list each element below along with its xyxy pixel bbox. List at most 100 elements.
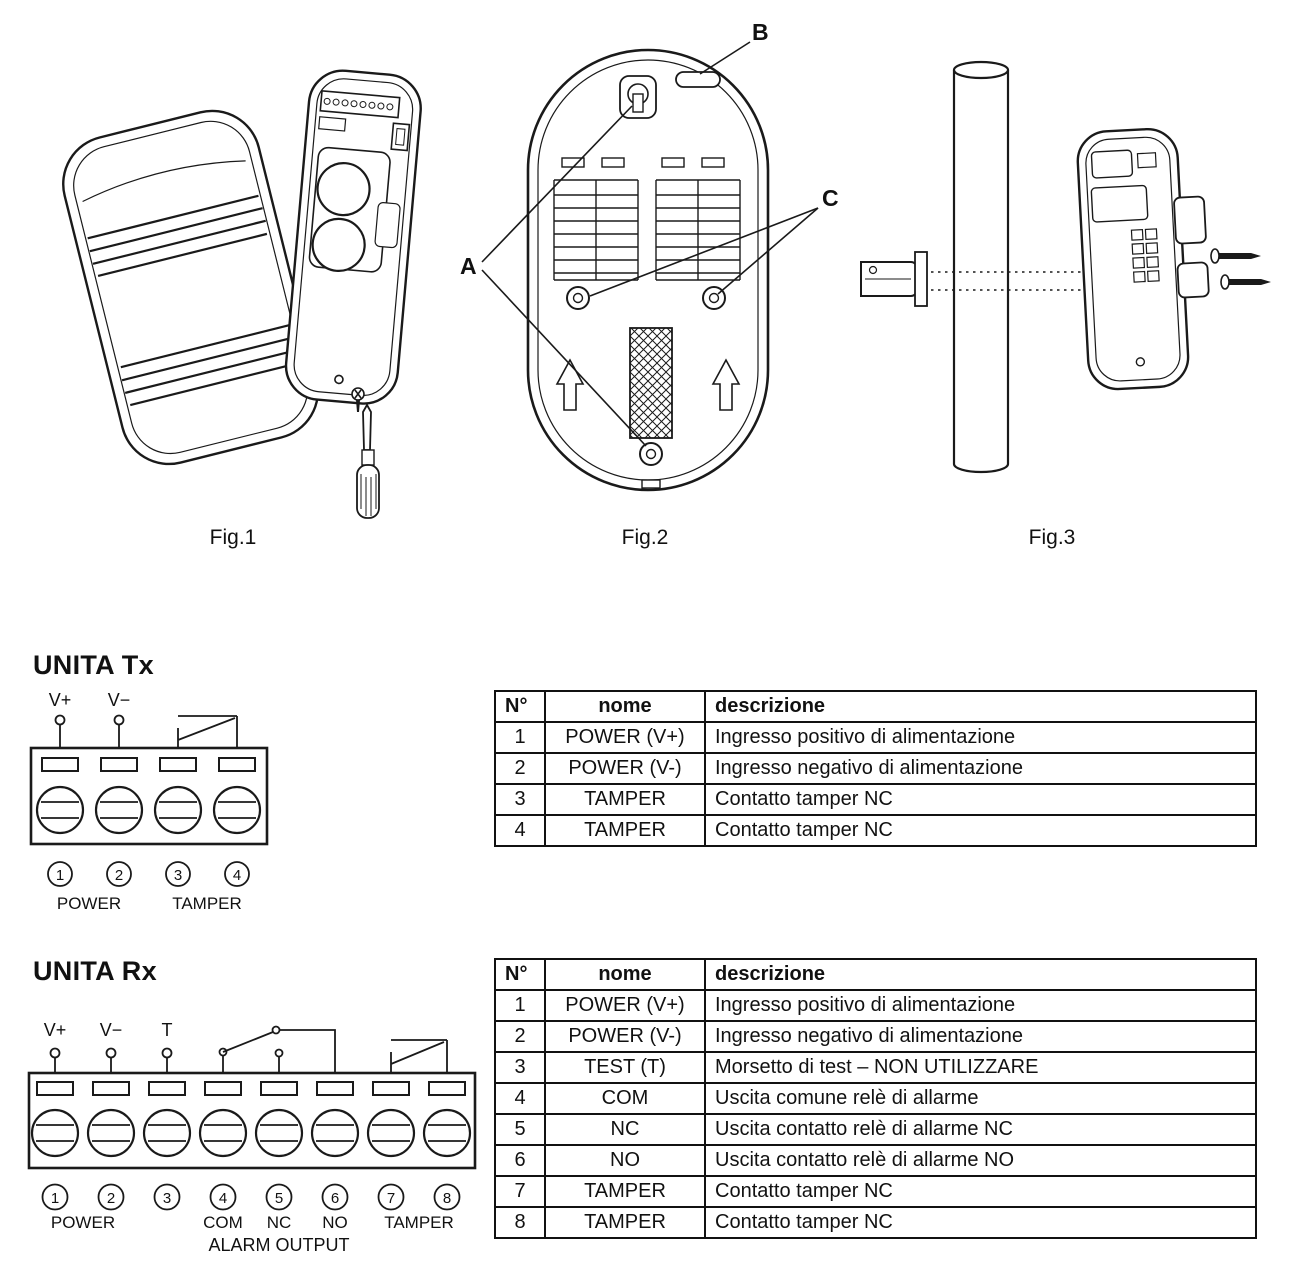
- rx-label-t: T: [162, 1020, 173, 1040]
- rx-terminal-numbers: 1 2 3 4 5 6 7 8: [41, 1183, 461, 1211]
- mounting-pole: [952, 60, 1010, 474]
- cell-number: 1: [494, 989, 546, 1022]
- rx-screw-terminals: [30, 1108, 472, 1158]
- mounting-screws: [1210, 248, 1271, 290]
- cell-nome: NO: [544, 1144, 706, 1177]
- wall-screw-hole-left: [566, 286, 590, 310]
- cell-descrizione: Ingresso positivo di alimentazione: [704, 989, 1257, 1022]
- cell-descrizione: Morsetto di test – NON UTILIZZARE: [704, 1051, 1257, 1084]
- rx-tamper-contact-symbol: [390, 1039, 448, 1073]
- tx-number-3: 3: [174, 867, 182, 884]
- cell-number: 3: [494, 1051, 546, 1084]
- fig1-upper-lens-band: [87, 194, 268, 278]
- tx-table-row: 3 TAMPER Contatto tamper NC: [494, 783, 1257, 816]
- rx-number-3: 3: [163, 1190, 171, 1207]
- fig2-drawing: A B C: [460, 19, 839, 492]
- display-digit: [395, 127, 406, 146]
- rx-input-pins: [49, 1047, 173, 1073]
- tx-tamper-label: TAMPER: [172, 894, 242, 913]
- rx-label-vplus: V+: [44, 1020, 67, 1040]
- cell-descrizione: Contatto tamper NC: [704, 1175, 1257, 1208]
- rx-nc-label: NC: [267, 1213, 292, 1232]
- cable-channel: [629, 327, 673, 439]
- beam-lens-bottom: [311, 217, 366, 272]
- tx-number-4: 4: [233, 867, 241, 884]
- dip-switch: [318, 116, 347, 132]
- cell-nome: TEST (T): [544, 1051, 706, 1084]
- rx-tamper-label: TAMPER: [384, 1213, 454, 1232]
- cell-descrizione: Uscita comune relè di allarme: [704, 1082, 1257, 1115]
- tx-table-row: 2 POWER (V-) Ingresso negativo di alimen…: [494, 752, 1257, 785]
- rx-number-8: 8: [443, 1190, 451, 1207]
- rx-com-label: COM: [203, 1213, 243, 1232]
- fig1-screwdriver-icon: [356, 403, 380, 519]
- tx-power-label: POWER: [57, 894, 121, 913]
- rx-no-label: NO: [322, 1213, 348, 1232]
- cell-nome: TAMPER: [544, 1206, 706, 1239]
- cell-nome: NC: [544, 1113, 706, 1146]
- rx-table-row: 6 NO Uscita contatto relè di allarme NO: [494, 1144, 1257, 1177]
- cell-nome: COM: [544, 1082, 706, 1115]
- cell-nome: POWER (V-): [544, 752, 706, 785]
- cell-number: 1: [494, 721, 546, 754]
- tx-table-row: 1 POWER (V+) Ingresso positivo di alimen…: [494, 721, 1257, 754]
- cell-nome: POWER (V+): [544, 989, 706, 1022]
- tx-header-n: N°: [494, 690, 546, 723]
- cell-number: 8: [494, 1206, 546, 1239]
- tx-label-vminus: V−: [108, 690, 131, 710]
- cell-number: 5: [494, 1113, 546, 1146]
- lens-clip: [374, 202, 401, 249]
- fig3-drawing: [860, 60, 1271, 474]
- cell-descrizione: Contatto tamper NC: [704, 814, 1257, 847]
- tx-screw-terminals: [35, 785, 262, 835]
- tx-section-title: UNITA Tx: [33, 650, 154, 680]
- rx-table-row: 2 POWER (V-) Ingresso negativo di alimen…: [494, 1020, 1257, 1053]
- rx-section-title: UNITA Rx: [33, 956, 157, 986]
- rx-number-4: 4: [219, 1190, 227, 1207]
- terminal-blocks: [1130, 228, 1160, 283]
- bracket-clip-upper: [1173, 195, 1207, 245]
- vent-grid: [553, 157, 741, 281]
- tx-power-pins: [54, 714, 125, 748]
- tx-terminal-block: [29, 746, 269, 846]
- cell-descrizione: Ingresso negativo di alimentazione: [704, 752, 1257, 785]
- pole-strap-clamp: [860, 251, 928, 307]
- cell-nome: TAMPER: [544, 1175, 706, 1208]
- rx-power-label: POWER: [51, 1213, 115, 1232]
- cell-nome: POWER (V-): [544, 1020, 706, 1053]
- rx-number-6: 6: [331, 1190, 339, 1207]
- rx-table-row: 4 COM Uscita comune relè di allarme: [494, 1082, 1257, 1115]
- rx-label-vminus: V−: [100, 1020, 123, 1040]
- rx-header-nome: nome: [544, 958, 706, 991]
- rx-table-row: 7 TAMPER Contatto tamper NC: [494, 1175, 1257, 1208]
- fig1-back-unit: [284, 69, 422, 405]
- rx-header-n: N°: [494, 958, 546, 991]
- beam-lens-top: [316, 162, 371, 217]
- cell-number: 7: [494, 1175, 546, 1208]
- rx-table-row: 1 POWER (V+) Ingresso positivo di alimen…: [494, 989, 1257, 1022]
- fig2-caption: Fig.2: [621, 526, 669, 549]
- fig1-front-cover: [62, 109, 320, 466]
- cell-descrizione: Contatto tamper NC: [704, 783, 1257, 816]
- cell-descrizione: Uscita contatto relè di allarme NC: [704, 1113, 1257, 1146]
- tx-label-vplus: V+: [49, 690, 72, 710]
- tx-terminal-diagram: V+ V−: [29, 690, 269, 913]
- callout-leader-lines: [481, 41, 819, 447]
- cell-nome: TAMPER: [544, 783, 706, 816]
- rx-number-5: 5: [275, 1190, 283, 1207]
- fig1-drawing: [62, 69, 422, 519]
- rx-table-row: 8 TAMPER Contatto tamper NC: [494, 1206, 1257, 1239]
- cell-number: 4: [494, 1082, 546, 1115]
- tx-header-nome: nome: [544, 690, 706, 723]
- cell-number: 2: [494, 1020, 546, 1053]
- fig1-caption: Fig.1: [209, 526, 257, 549]
- fig3-caption: Fig.3: [1028, 526, 1076, 549]
- alignment-dotted-lines: [931, 271, 1087, 291]
- cell-descrizione: Ingresso positivo di alimentazione: [704, 721, 1257, 754]
- tx-tamper-contact-symbol: [177, 715, 238, 748]
- rx-terminal-diagram: V+ V− T: [27, 1020, 477, 1255]
- cell-descrizione: Ingresso negativo di alimentazione: [704, 1020, 1257, 1053]
- bottom-tab: [641, 479, 661, 489]
- rx-number-2: 2: [107, 1190, 115, 1207]
